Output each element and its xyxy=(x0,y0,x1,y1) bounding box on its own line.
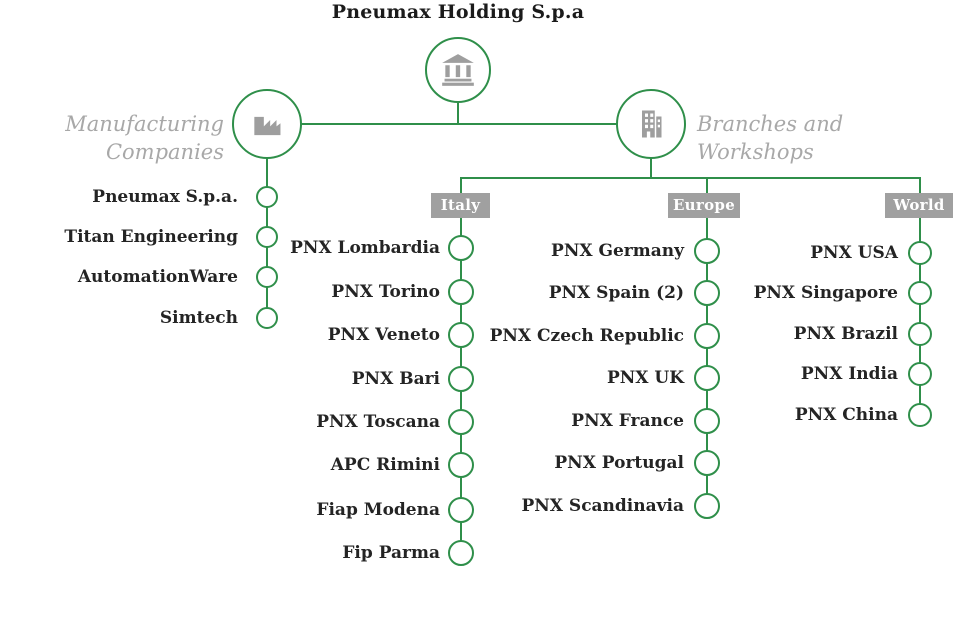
workshops-node-circle xyxy=(616,89,686,159)
node-label: PNX Lombardia xyxy=(290,238,440,258)
node-circle xyxy=(908,322,932,346)
node-label: PNX Torino xyxy=(331,282,440,302)
node-circle xyxy=(694,408,720,434)
node-label: PNX India xyxy=(800,364,898,384)
connector-italy-chain xyxy=(460,177,462,554)
node-circle xyxy=(448,452,474,478)
node-circle xyxy=(256,226,278,248)
connector-right-stem xyxy=(650,158,652,178)
node-circle xyxy=(256,266,278,288)
node-label: PNX UK xyxy=(606,368,684,388)
node-label: PNX Germany xyxy=(551,241,684,261)
branch-label-workshops: Branches and Workshops xyxy=(697,112,844,164)
node-label: PNX Toscana xyxy=(316,412,440,432)
node-circle xyxy=(448,409,474,435)
node-label: Pneumax S.p.a. xyxy=(92,187,238,207)
node-circle xyxy=(448,540,474,566)
node-label: Fiap Modena xyxy=(316,500,440,520)
factory-icon xyxy=(248,105,286,143)
node-circle xyxy=(694,450,720,476)
connector-root-stem xyxy=(457,103,459,124)
node-label: PNX Singapore xyxy=(753,283,898,303)
node-circle xyxy=(256,186,278,208)
node-label: PNX China xyxy=(794,405,898,425)
node-label: AutomationWare xyxy=(77,267,238,287)
group-label-world: World xyxy=(885,193,953,218)
node-circle xyxy=(694,280,720,306)
node-circle xyxy=(694,365,720,391)
node-circle xyxy=(694,323,720,349)
node-circle xyxy=(694,493,720,519)
node-label: PNX Spain (2) xyxy=(548,283,684,303)
node-circle xyxy=(448,497,474,523)
node-label: PNX Veneto xyxy=(327,325,440,345)
manufacturing-node-circle xyxy=(232,89,302,159)
node-label: PNX USA xyxy=(810,243,898,263)
node-circle xyxy=(694,238,720,264)
node-circle xyxy=(448,366,474,392)
root-node-circle xyxy=(425,37,491,103)
node-circle xyxy=(908,281,932,305)
connector-main-horizontal xyxy=(301,123,617,125)
node-circle xyxy=(908,403,932,427)
node-circle xyxy=(448,235,474,261)
node-circle xyxy=(256,307,278,329)
branch-label-manufacturing: Manufacturing Companies xyxy=(65,112,224,164)
node-label: Simtech xyxy=(159,308,238,328)
node-circle xyxy=(908,362,932,386)
node-label: PNX Brazil xyxy=(793,324,898,344)
page-title: Pneumax Holding S.p.a xyxy=(331,1,585,23)
node-label: PNX Portugal xyxy=(554,453,684,473)
node-label: APC Rimini xyxy=(330,455,440,475)
group-label-europe: Europe xyxy=(668,193,740,218)
node-label: Titan Engineering xyxy=(64,227,238,247)
node-circle xyxy=(448,322,474,348)
buildings-icon xyxy=(633,106,669,142)
node-label: PNX Bari xyxy=(351,369,440,389)
connector-groups-horizontal xyxy=(460,177,921,179)
node-label: PNX France xyxy=(571,411,684,431)
node-label: PNX Czech Republic xyxy=(489,326,684,346)
node-label: PNX Scandinavia xyxy=(521,496,684,516)
node-circle xyxy=(448,279,474,305)
node-circle xyxy=(908,241,932,265)
node-label: Fip Parma xyxy=(342,543,440,563)
group-label-italy: Italy xyxy=(431,193,490,218)
bank-icon xyxy=(439,51,477,89)
